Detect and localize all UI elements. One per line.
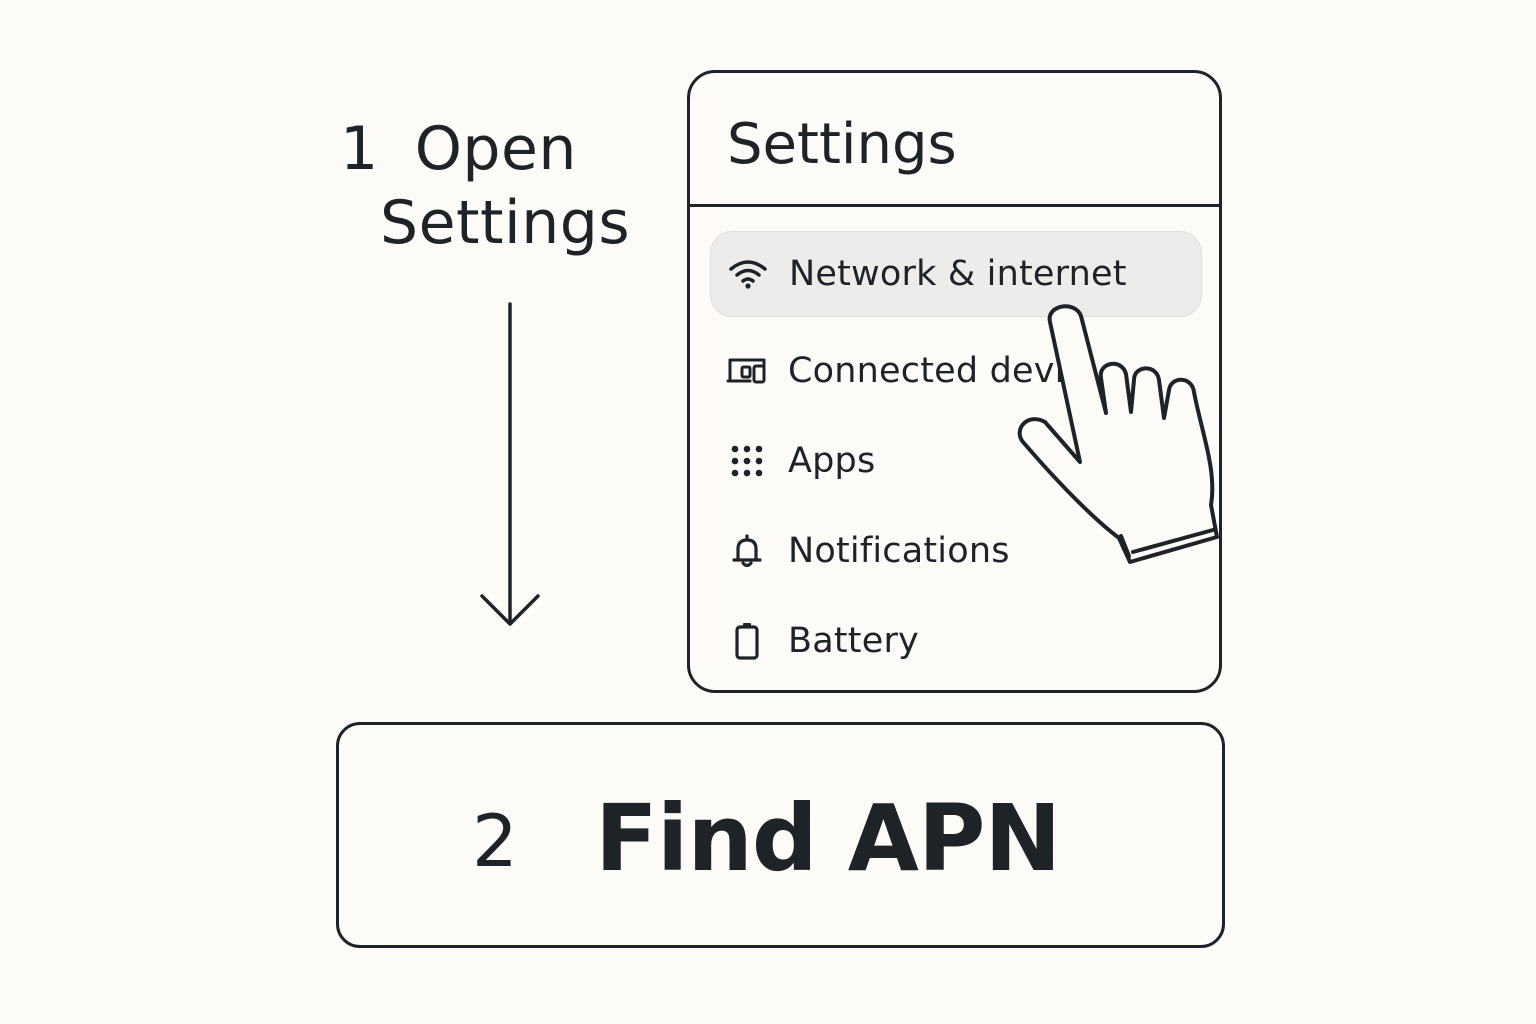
settings-item-label: Notifications (788, 531, 1010, 571)
settings-item-label: Network & internet (789, 254, 1127, 294)
pointing-hand-icon (1017, 304, 1219, 564)
step-1-text-line1: Open (414, 114, 577, 184)
settings-panel-divider (690, 204, 1219, 207)
settings-panel: Settings Network & internet Connected de… (687, 70, 1222, 693)
step-1-heading: 1 Open Settings (340, 112, 630, 260)
settings-panel-title: Settings (727, 112, 957, 177)
settings-item-battery[interactable]: Battery (710, 598, 1202, 684)
settings-item-label: Apps (788, 441, 876, 481)
connected-devices-icon (726, 350, 768, 392)
step-2-number: 2 (472, 799, 518, 883)
settings-item-network[interactable]: Network & internet (710, 231, 1202, 317)
settings-item-connected-devices[interactable]: Connected devic (710, 328, 1202, 414)
wifi-icon (727, 253, 769, 295)
settings-item-apps[interactable]: Apps (710, 418, 1202, 504)
step-1-text-line2: Settings (380, 188, 631, 258)
settings-item-label: Connected devic (788, 351, 1085, 391)
down-arrow-icon (480, 302, 540, 626)
settings-item-label: Battery (788, 621, 919, 661)
step-2-box: 2 Find APN (336, 722, 1225, 948)
step-2-text: Find APN (595, 785, 1061, 892)
settings-item-notifications[interactable]: Notifications (710, 508, 1202, 594)
bell-icon (726, 530, 768, 572)
battery-icon (726, 620, 768, 662)
apps-grid-icon (726, 440, 768, 482)
step-1-number: 1 (340, 114, 379, 184)
